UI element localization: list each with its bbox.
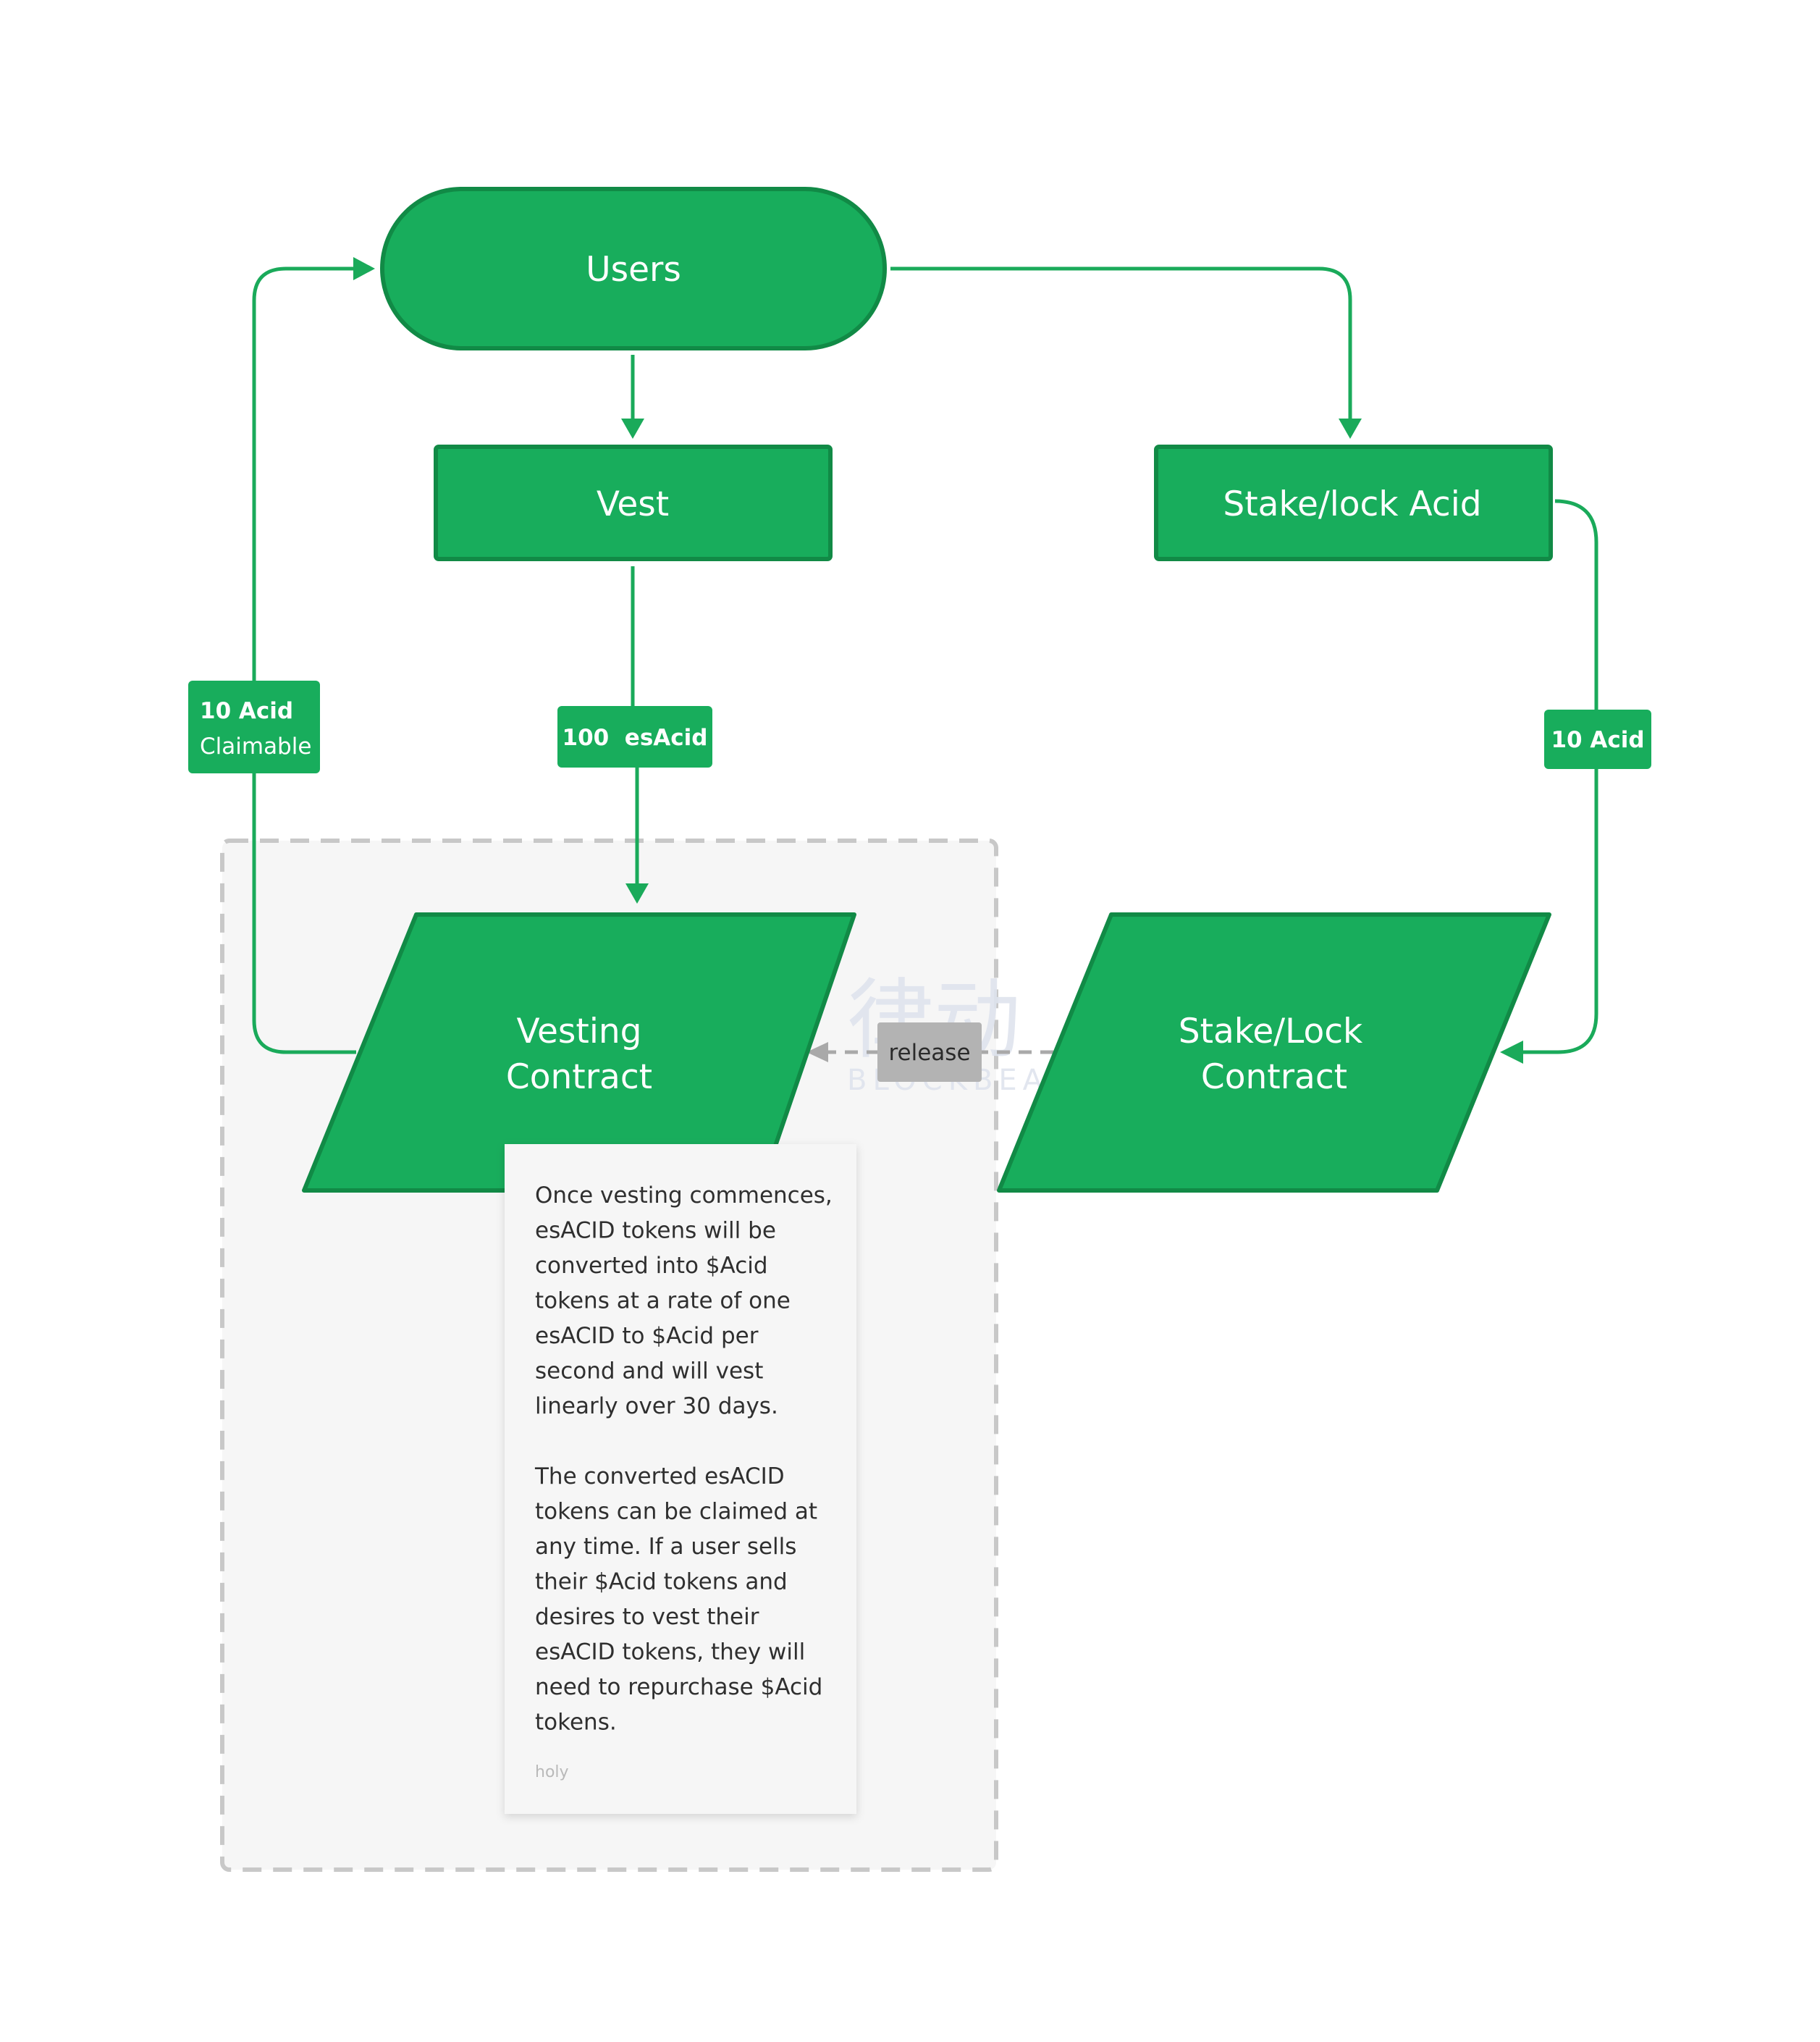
stake-acid-tag: 10 Acid — [1544, 710, 1651, 769]
note-line: any time. If a user sells — [535, 1534, 796, 1560]
note-line: need to repurchase $Acid — [535, 1674, 822, 1700]
vesting-contract-label-line1: Vesting — [516, 1012, 641, 1051]
note-line: their $Acid tokens and — [535, 1569, 788, 1595]
arrow-into-vesting-contract — [625, 883, 649, 904]
users-node[interactable]: Users — [380, 187, 887, 350]
stake-lock-acid-node[interactable]: Stake/lock Acid — [1154, 445, 1553, 561]
arrowheads — [353, 257, 1523, 1064]
note-line: tokens at a rate of one — [535, 1288, 791, 1314]
note-line: The converted esACID — [534, 1463, 785, 1490]
edge-stake-to-contract — [1554, 499, 1598, 713]
note-line: esACID to $Acid per — [535, 1323, 759, 1349]
es-acid-tag: 100 esAcid — [557, 706, 712, 768]
vesting-contract-node[interactable]: Vesting Contract — [302, 912, 856, 1193]
edge-claimable-to-users — [252, 266, 362, 681]
arrow-into-stake-contract — [1500, 1041, 1523, 1064]
note-line: tokens can be claimed at — [535, 1499, 817, 1525]
note-line: second and will vest — [535, 1358, 763, 1385]
stake-lock-contract-label-line2: Contract — [1201, 1057, 1347, 1097]
stake-lock-acid-label: Stake/lock Acid — [1223, 484, 1481, 524]
note-line: Once vesting commences, — [535, 1182, 833, 1209]
connectors — [252, 266, 1598, 1054]
vesting-contract-label-line2: Contract — [506, 1057, 652, 1097]
annotation-note: Once vesting commences, esACID tokens wil… — [505, 1144, 856, 1814]
note-line: tokens. — [535, 1710, 617, 1736]
stake-lock-contract-node[interactable]: Stake/Lock Contract — [997, 912, 1551, 1193]
edge-users-to-stake — [890, 266, 1352, 421]
note-author: holy — [535, 1763, 569, 1781]
arrow-into-stake-acid — [1339, 419, 1362, 439]
claimable-tag: 10 Acid Claimable — [188, 681, 320, 773]
note-line: linearly over 30 days. — [535, 1393, 778, 1419]
note-line: desires to vest their — [535, 1604, 759, 1630]
note-body: Once vesting commences, esACID tokens wil… — [534, 1182, 833, 1736]
note-line: esACID tokens, they will — [535, 1639, 805, 1665]
note-line: esACID tokens will be — [535, 1218, 776, 1244]
release-tag: release — [877, 1022, 982, 1082]
claimable-tag-line2: Claimable — [200, 734, 311, 760]
claimable-tag-line1: 10 Acid — [200, 698, 293, 724]
stake-lock-contract-label-line1: Stake/Lock — [1179, 1012, 1363, 1051]
es-acid-tag-text: 100 esAcid — [563, 725, 708, 751]
edge-stakeacid-to-contract — [1520, 768, 1598, 1054]
release-tag-text: release — [888, 1040, 970, 1066]
stake-acid-tag-text: 10 Acid — [1551, 727, 1644, 753]
arrow-into-users — [353, 257, 375, 280]
vest-node[interactable]: Vest — [434, 445, 833, 561]
arrow-into-vest — [621, 419, 644, 439]
users-label: Users — [586, 250, 681, 290]
vest-label: Vest — [597, 484, 669, 524]
edge-vesting-to-users — [252, 771, 356, 1054]
note-line: converted into $Acid — [535, 1253, 768, 1279]
